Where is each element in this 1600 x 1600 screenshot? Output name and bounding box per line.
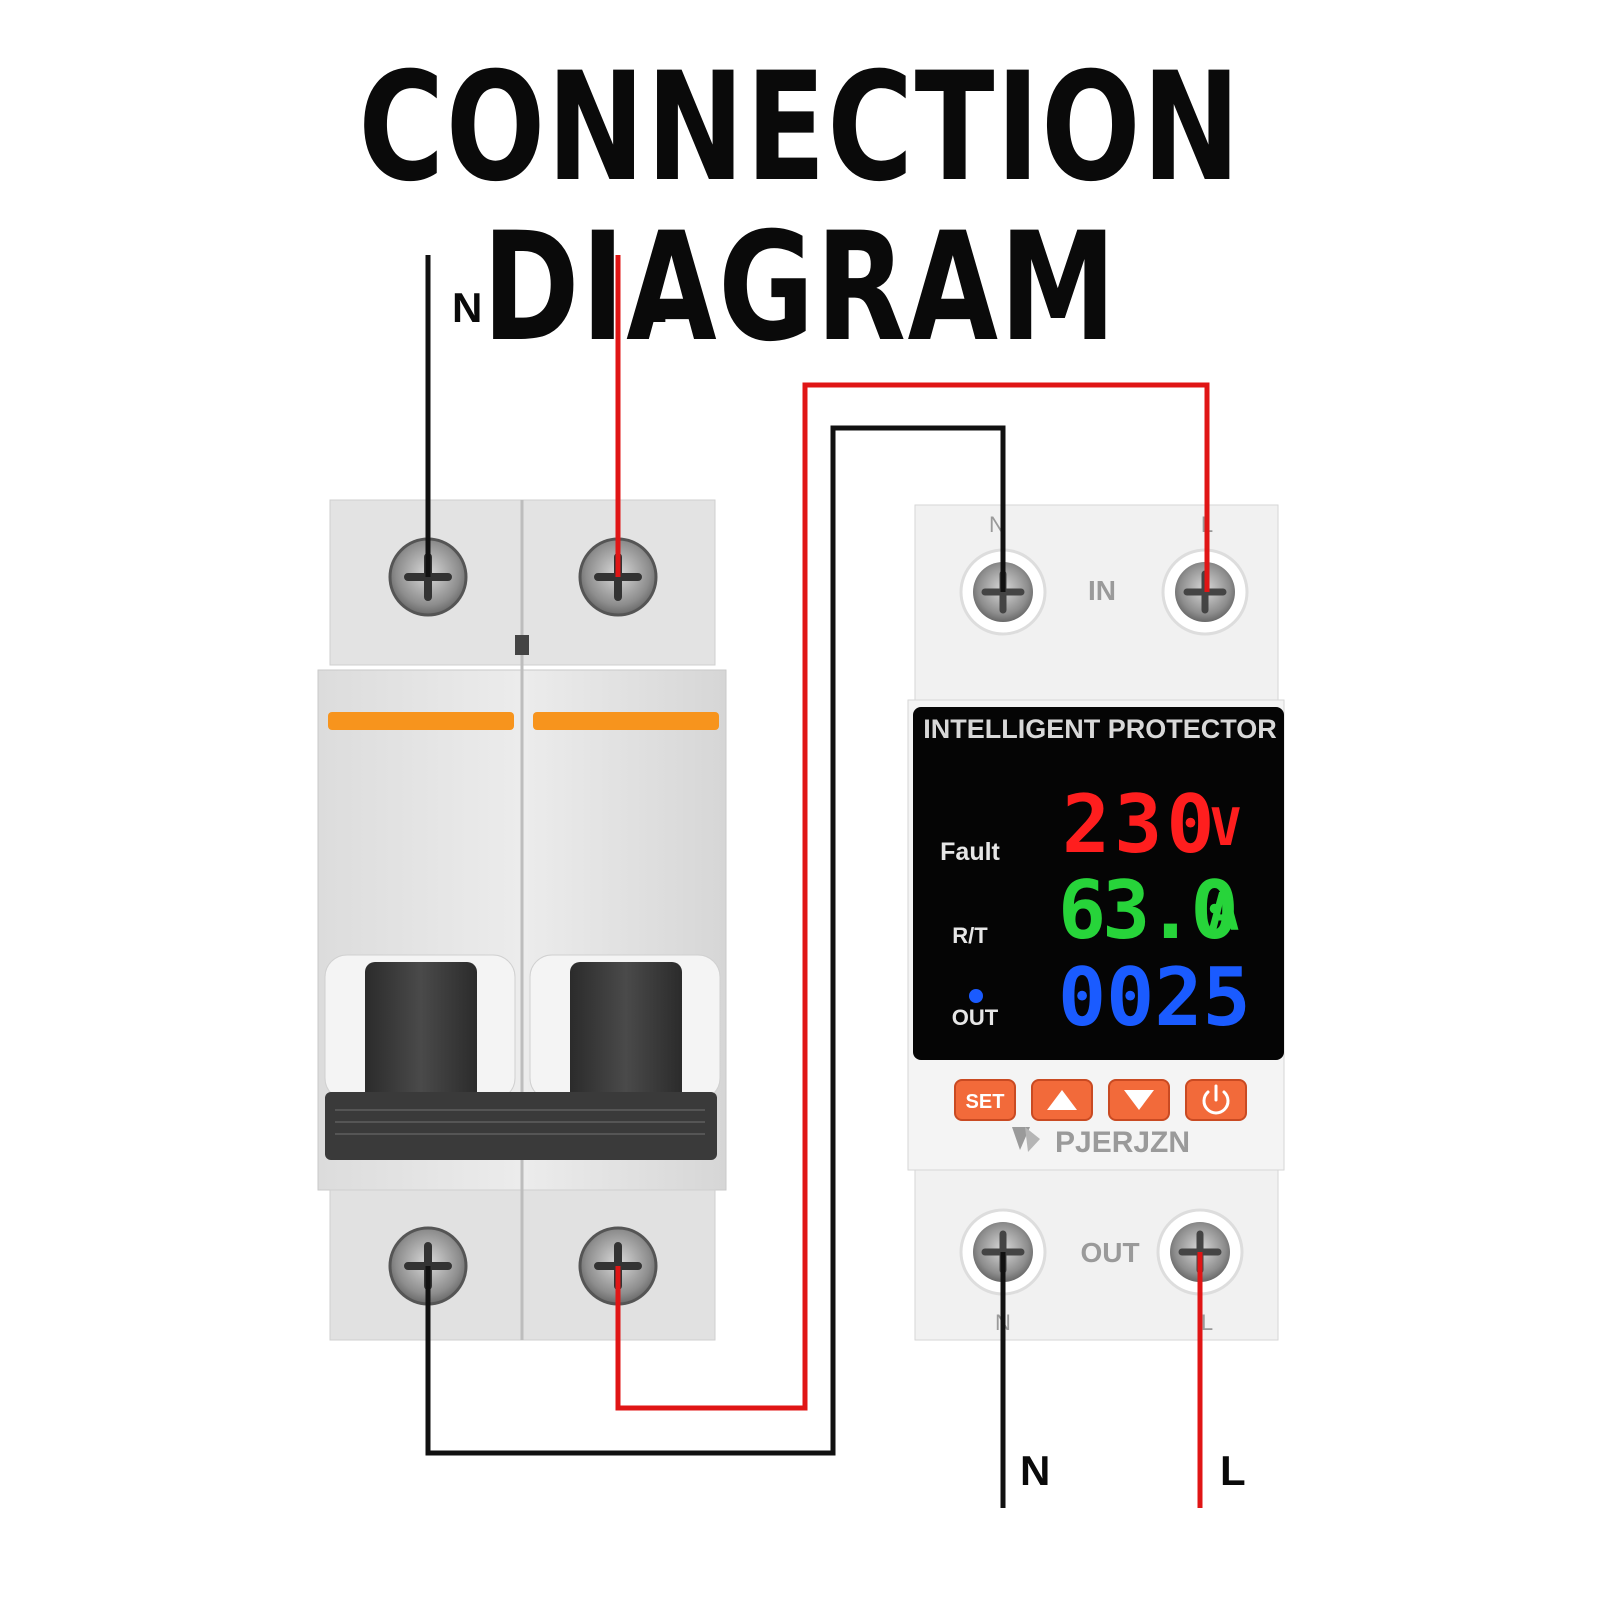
page-title: CONNECTION DIAGRAM [358,41,1242,375]
breaker-lever-right[interactable] [570,962,682,1122]
protector-in-label: IN [1088,575,1116,606]
down-arrow-icon [1124,1090,1154,1110]
supply-neutral-label: N [452,284,482,331]
down-button[interactable] [1108,1079,1170,1121]
set-button[interactable]: SET [954,1079,1016,1121]
current-reading: 63.0 [1058,864,1235,957]
power-icon [1202,1084,1230,1115]
voltage-unit: V [1210,798,1241,858]
breaker-to-protector-neutral-wire [425,425,1006,1456]
circuit-breaker [317,499,727,1341]
voltage-reading: 230 [1062,778,1219,871]
counter-reading: 0025 [1058,951,1251,1044]
breaker-to-protector-live-wire [615,382,1210,1411]
breaker-slot [515,635,529,655]
power-button[interactable] [1185,1079,1247,1121]
output-live-label: L [1220,1447,1246,1494]
supply-live-label: L [641,284,667,331]
out-indicator-dot [969,989,983,1003]
intelligent-protector: N L IN OUT N L INTELLIGENT PROTECTOR [907,504,1285,1341]
protector-display [913,707,1284,1060]
up-button[interactable] [1031,1079,1093,1121]
current-unit: A [1208,883,1239,943]
protector-screen-title: INTELLIGENT PROTECTOR [923,714,1277,744]
breaker-stripe-right [533,712,719,730]
out-label: OUT [952,1005,999,1030]
protector-bottom-l-label: L [1201,1310,1213,1335]
protector-screw-in-n [959,548,1047,636]
breaker-stripe-left [328,712,514,730]
brand-logo-icon [1012,1127,1040,1152]
wiring [425,255,1210,1508]
brand-name: PJERJZN [1055,1126,1190,1159]
up-arrow-icon [1047,1090,1077,1110]
output-neutral-label: N [1020,1447,1050,1494]
breaker-lever-left[interactable] [365,962,477,1122]
protector-out-label: OUT [1080,1237,1139,1268]
breaker-handle-bar[interactable] [325,1092,717,1160]
fault-label: Fault [940,838,1000,866]
set-button-label: SET [966,1091,1005,1113]
rt-label: R/T [952,923,988,948]
